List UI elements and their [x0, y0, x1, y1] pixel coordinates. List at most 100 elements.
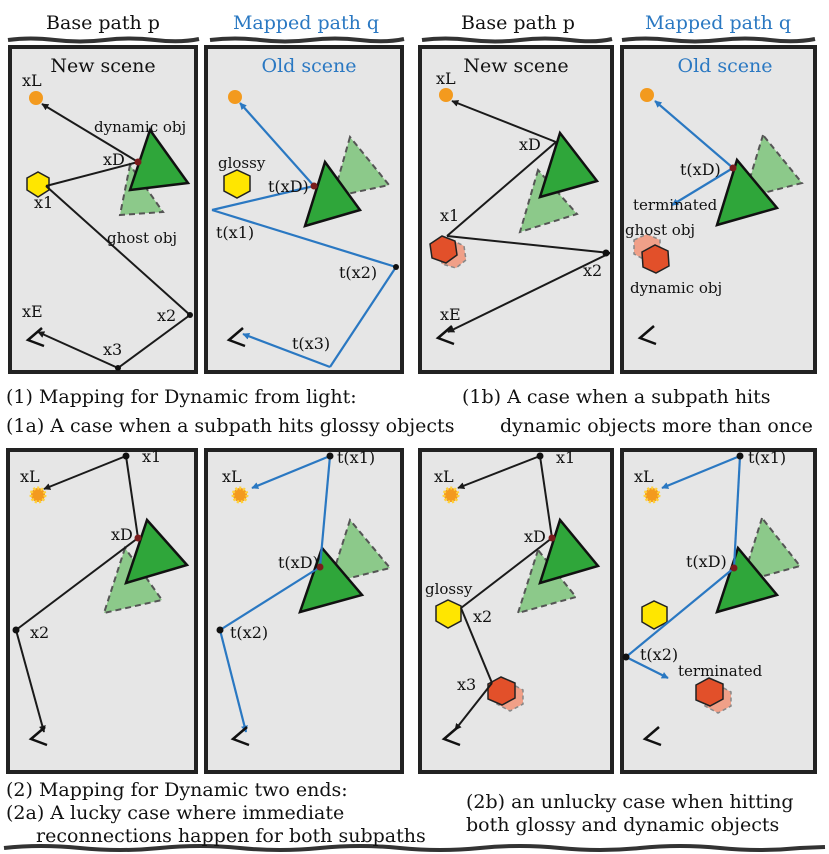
- scene-label-old: Old scene: [262, 55, 357, 77]
- glossy-obj: [223, 169, 251, 199]
- sun-icon: [231, 486, 249, 504]
- light-source: [228, 90, 242, 104]
- label-tx1: t(x1): [337, 448, 375, 467]
- sun-icon: [29, 486, 47, 504]
- label-x1: x1: [440, 206, 459, 225]
- red-dynamic-obj: [487, 676, 516, 706]
- label-dynamic-obj: dynamic obj: [630, 279, 722, 297]
- ghost-obj: [331, 134, 391, 199]
- light-source: [29, 91, 43, 105]
- panel-1a-base: New scene xL dynamic obj xD x1 ghost obj…: [8, 45, 198, 374]
- label-x2: x2: [30, 623, 49, 642]
- bottom-rule: [3, 844, 826, 852]
- caption-1b-line2: dynamic objects more than once: [500, 415, 813, 437]
- eye-icon: [642, 726, 662, 747]
- dynamic-obj: [538, 517, 601, 585]
- label-xD: xD: [111, 525, 133, 544]
- header-mapped-path-1: Mapped path q: [233, 12, 379, 34]
- label-txD: t(xD): [680, 160, 721, 179]
- header-base-path-1: Base path p: [46, 12, 160, 34]
- label-ghost-obj: ghost obj: [625, 221, 695, 239]
- label-tx2: t(x2): [339, 263, 377, 282]
- label-x3: x3: [457, 675, 476, 694]
- scene-label-old: Old scene: [678, 55, 773, 77]
- ghost-obj: [740, 515, 802, 584]
- dynamic-obj: [124, 517, 190, 585]
- panel-1a-mapped: Old scene glossy t(xD) t(x1) t(x2) t(x3): [204, 45, 404, 374]
- label-tx2: t(x2): [640, 645, 678, 664]
- eye-icon: [230, 726, 250, 747]
- label-xL: xL: [634, 467, 654, 486]
- panel-1b-mapped: Old scene t(xD) terminated ghost obj dyn…: [620, 45, 817, 374]
- label-terminated: terminated: [633, 196, 718, 214]
- label-xL: xL: [436, 69, 456, 88]
- label-xL: xL: [22, 71, 42, 90]
- label-xE: xE: [22, 302, 43, 321]
- eye-icon: [435, 325, 455, 346]
- header-base-path-2: Base path p: [461, 12, 575, 34]
- label-txD: t(xD): [278, 553, 319, 572]
- scene-label-new: New scene: [463, 55, 568, 77]
- label-xL: xL: [20, 467, 40, 486]
- panel-2a-base: x1 xL xD x2: [6, 447, 198, 774]
- eye-icon: [226, 327, 246, 348]
- dynamic-obj: [298, 545, 365, 614]
- label-xD: xD: [524, 527, 546, 546]
- label-dynamic-obj: dynamic obj: [94, 118, 186, 136]
- red-dynamic-obj: [695, 677, 724, 707]
- light-source: [640, 88, 654, 102]
- label-xD: xD: [103, 150, 125, 169]
- dynamic-obj: [715, 545, 780, 614]
- label-x3: x3: [103, 340, 122, 359]
- panel-2b-mapped: t(x1) xL t(xD) t(x2) terminated: [620, 448, 817, 774]
- label-x2: x2: [473, 607, 492, 626]
- label-x1: x1: [556, 448, 575, 467]
- dynamic-obj: [303, 159, 363, 228]
- header-mapped-path-2: Mapped path q: [645, 12, 791, 34]
- glossy-obj: [641, 600, 668, 630]
- red-dynamic-obj: [641, 244, 670, 274]
- caption-2a-line2: reconnections happen for both subpaths: [36, 825, 426, 847]
- panel-2a-mapped: t(x1) xL t(xD) t(x2): [204, 448, 404, 774]
- caption-2b-line1: (2b) an unlucky case when hitting: [466, 791, 794, 813]
- header-row-top: Base path p Mapped path q Base path p Ma…: [7, 12, 816, 44]
- ghost-obj: [742, 132, 804, 200]
- eye-icon: [28, 726, 48, 747]
- caption-1b-line1: (1b) A case when a subpath hits: [462, 386, 771, 408]
- caption-2b-line2: both glossy and dynamic objects: [466, 814, 780, 836]
- label-txD: t(xD): [686, 552, 727, 571]
- ghost-obj: [328, 517, 392, 585]
- panel-2b-base: x1 xL xD glossy x2 x3: [418, 448, 614, 774]
- red-dynamic-obj: [429, 235, 458, 264]
- sun-icon: [643, 486, 661, 504]
- sun-icon: [442, 486, 460, 504]
- label-glossy: glossy: [218, 154, 266, 172]
- panel-1b-base: New scene xL xD x1 x2 xE: [418, 45, 614, 374]
- scene-label-new: New scene: [50, 55, 155, 77]
- label-glossy: glossy: [425, 580, 473, 598]
- eye-icon: [441, 726, 461, 747]
- label-xD: xD: [519, 135, 541, 154]
- label-x1: x1: [142, 447, 161, 466]
- caption-1: (1) Mapping for Dynamic from light:: [6, 386, 357, 408]
- label-ghost-obj: ghost obj: [107, 229, 177, 247]
- dynamic-obj: [538, 130, 600, 199]
- label-xE: xE: [440, 305, 461, 324]
- dynamic-obj: [715, 157, 780, 227]
- caption-2: (2) Mapping for Dynamic two ends:: [6, 779, 348, 801]
- label-tx2: t(x2): [230, 623, 268, 642]
- label-tx3: t(x3): [292, 334, 330, 353]
- label-txD: t(xD): [268, 177, 309, 196]
- label-terminated: terminated: [678, 662, 763, 680]
- caption-1a: (1a) A case when a subpath hits glossy o…: [6, 415, 455, 437]
- eye-icon: [637, 325, 657, 346]
- light-source: [439, 88, 453, 102]
- label-xL: xL: [434, 467, 454, 486]
- label-xL: xL: [222, 467, 242, 486]
- label-x2: x2: [583, 261, 602, 280]
- caption-2a-line1: (2a) A lucky case where immediate: [6, 802, 345, 824]
- label-tx1: t(x1): [216, 223, 254, 242]
- label-tx1: t(x1): [748, 448, 786, 467]
- eye-icon: [25, 327, 45, 348]
